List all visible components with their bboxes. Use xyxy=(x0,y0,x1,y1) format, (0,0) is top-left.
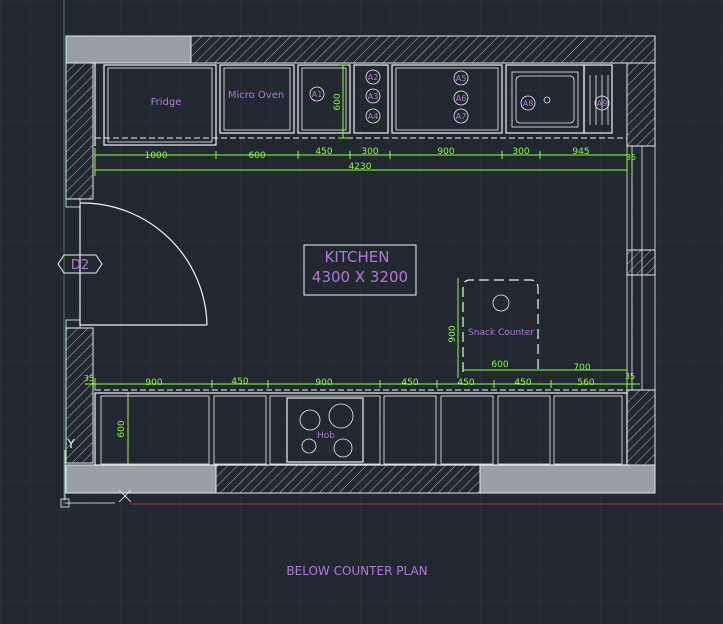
dim-top-450: 450 xyxy=(315,147,332,157)
top-counter xyxy=(94,63,627,146)
walls xyxy=(65,35,656,494)
cabinet-a1 xyxy=(297,64,351,134)
left-wall-lower xyxy=(65,327,94,464)
dim-top-600: 600 xyxy=(248,151,265,161)
bottom-wall-hatched xyxy=(215,464,481,494)
sink-drainer xyxy=(583,64,613,134)
tag-a4: A4 xyxy=(368,112,379,121)
room-label-box xyxy=(303,244,417,296)
micro-oven-unit xyxy=(219,64,295,134)
dim-bottom-560: 560 xyxy=(577,378,594,388)
dim-snack-900: 900 xyxy=(448,325,458,342)
room-size: 4300 X 3200 xyxy=(312,268,408,286)
dim-top-300a: 300 xyxy=(361,147,378,157)
tag-circle-a8 xyxy=(520,95,536,111)
dim-snack-600: 600 xyxy=(491,360,508,370)
tag-a7: A7 xyxy=(456,112,467,121)
dim-top-900: 900 xyxy=(437,147,454,157)
bottom-dimensions xyxy=(85,378,640,390)
dim-bottom-900a: 900 xyxy=(145,378,162,388)
cabinet-a2-a4 xyxy=(353,64,389,134)
dim-bottom-35a: 35 xyxy=(84,374,94,383)
bottom-cabinet-6 xyxy=(497,395,551,465)
tag-circle-a3 xyxy=(365,88,381,104)
tag-circle-a5 xyxy=(453,70,469,86)
bottom-cabinet-1 xyxy=(100,395,210,465)
tag-circle-a6 xyxy=(453,90,469,106)
ucs-axis-icon xyxy=(60,450,132,508)
top-dimensions xyxy=(94,64,628,176)
tag-a8: A8 xyxy=(523,99,534,108)
fridge-label: Fridge xyxy=(151,97,182,108)
top-wall-solid xyxy=(65,35,192,64)
snack-counter xyxy=(457,278,627,378)
tag-a5: A5 xyxy=(456,74,467,83)
bottom-wall-solid-right xyxy=(479,464,656,494)
top-wall-hatched xyxy=(190,35,656,64)
hob-unit xyxy=(286,397,364,463)
dim-top-total: 4230 xyxy=(349,162,372,172)
bottom-wall-solid-left xyxy=(65,464,217,494)
tag-a9: A9 xyxy=(597,99,608,108)
dim-bottom-450b: 450 xyxy=(401,378,418,388)
door-tag-label: D2 xyxy=(71,258,89,273)
cabinet-a5-a7 xyxy=(391,64,503,134)
right-wall-lower xyxy=(626,389,656,466)
bottom-cabinet-5 xyxy=(440,395,494,465)
bottom-counter xyxy=(94,389,628,466)
right-wall-upper xyxy=(626,62,656,147)
dim-bottom-900b: 900 xyxy=(315,378,332,388)
tag-a3: A3 xyxy=(368,92,379,101)
dim-bottom-450a: 450 xyxy=(231,377,248,387)
dim-top-300b: 300 xyxy=(512,147,529,157)
cabinet-tags: A1 A2 A3 A4 A5 A6 A7 A8 A9 xyxy=(309,69,610,124)
dim-bottom-450c: 450 xyxy=(457,378,474,388)
dim-snack-700: 700 xyxy=(573,363,590,373)
room-name: KITCHEN xyxy=(325,248,390,266)
dim-bottom-35b: 35 xyxy=(625,372,635,381)
axis-y-label: Y xyxy=(66,437,75,451)
bottom-cabinet-2 xyxy=(213,395,267,465)
dim-top-depth: 600 xyxy=(333,93,343,110)
tag-a2: A2 xyxy=(368,73,379,82)
dim-top-35: 35 xyxy=(626,153,636,162)
fridge-unit xyxy=(103,64,217,146)
door-tag-hexagon xyxy=(57,254,103,274)
tag-circle-a4 xyxy=(365,108,381,124)
bottom-cabinet-7 xyxy=(553,395,623,465)
snack-counter-label: Snack Counter xyxy=(468,328,534,338)
door-d2 xyxy=(79,202,208,326)
hob-label: Hob xyxy=(317,431,335,441)
tag-circle-a9 xyxy=(594,95,610,111)
left-wall-upper xyxy=(65,62,94,200)
tag-a6: A6 xyxy=(456,94,467,103)
tag-circle-a2 xyxy=(365,69,381,85)
micro-oven-label: Micro Oven xyxy=(228,90,284,101)
dim-top-1000: 1000 xyxy=(145,151,168,161)
dim-top-945: 945 xyxy=(572,147,589,157)
bottom-cabinet-4 xyxy=(383,395,437,465)
dim-bottom-depth: 600 xyxy=(117,420,127,437)
right-wall-mid xyxy=(626,249,656,276)
tag-circle-a7 xyxy=(453,108,469,124)
hob-cabinet xyxy=(269,395,381,465)
tag-circle-a1 xyxy=(309,86,325,102)
plan-title: BELOW COUNTER PLAN xyxy=(286,564,427,578)
tag-a1: A1 xyxy=(312,90,323,99)
dim-bottom-450d: 450 xyxy=(514,378,531,388)
